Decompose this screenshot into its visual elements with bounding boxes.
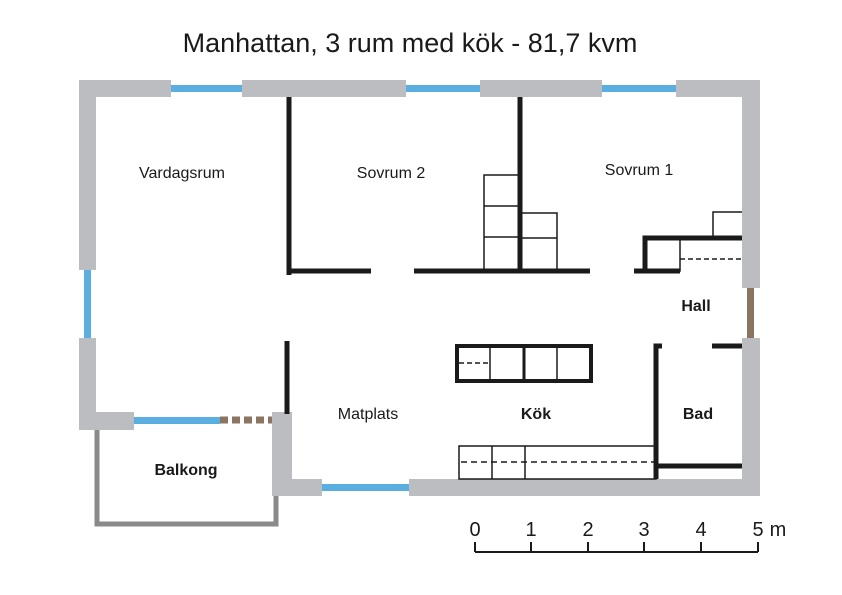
scale-unit: m (770, 519, 787, 541)
balcony-rail (94, 430, 279, 527)
room-label-sovrum1: Sovrum 1 (605, 162, 674, 179)
outer-wall-right-upper (742, 80, 760, 288)
kitchen-island (455, 344, 593, 383)
plan-title: Manhattan, 3 rum med kök - 81,7 kvm (183, 28, 638, 58)
scale-ticks (474, 542, 759, 552)
scale-tick-label: 2 (582, 519, 593, 541)
outer-wall-bottom-left (272, 479, 322, 496)
window-top-1 (171, 85, 242, 92)
window-bottom (322, 484, 409, 491)
scale-tick-label: 1 (525, 519, 536, 541)
windows (84, 85, 676, 491)
wardrobe-hall (644, 211, 742, 272)
wardrobe-tall (483, 174, 521, 272)
wardrobe-hall-unit (644, 237, 681, 272)
wall-bath-left (653, 343, 662, 479)
outer-wall-top-corner (676, 80, 760, 97)
room-label-hall: Hall (681, 298, 710, 315)
room-label-sovrum2: Sovrum 2 (357, 165, 426, 182)
counter-outline (458, 445, 657, 480)
outer-wall-right-lower (742, 338, 760, 496)
scale-bar: 0 1 2 3 4 5 m (469, 519, 787, 553)
window-left (84, 270, 91, 338)
scale-tick-label: 4 (695, 519, 706, 541)
outer-wall-left-upper (79, 80, 96, 270)
scale-tick-label: 3 (638, 519, 649, 541)
window-balcony (134, 417, 220, 424)
outer-wall-balcony-left (79, 412, 134, 430)
wardrobe-bedroom2 (483, 174, 558, 272)
wall-wardrobe-hall (642, 235, 742, 271)
outer-wall-top-middle (242, 80, 406, 97)
entrance-door (747, 288, 754, 338)
outer-wall-top-left (79, 80, 171, 97)
outer-wall-balcony-right (272, 412, 292, 496)
kitchen-counter (458, 445, 657, 480)
scale-tick-label: 5 (752, 519, 763, 541)
room-label-matplats: Matplats (338, 406, 398, 423)
scale-tick-label: 0 (469, 519, 480, 541)
window-top-3 (602, 85, 676, 92)
room-label-kok: Kök (521, 406, 551, 423)
outer-walls (79, 80, 760, 496)
window-top-2 (406, 85, 480, 92)
outer-wall-left-lower (79, 338, 96, 430)
room-label-vardagsrum: Vardagsrum (139, 165, 225, 182)
room-label-bad: Bad (683, 406, 713, 423)
room-label-balkong: Balkong (154, 462, 217, 479)
outer-wall-bottom-right (409, 479, 760, 496)
wardrobe-small (519, 212, 558, 272)
outer-wall-top-right (480, 80, 602, 97)
wardrobe-hall-upper (712, 211, 742, 238)
